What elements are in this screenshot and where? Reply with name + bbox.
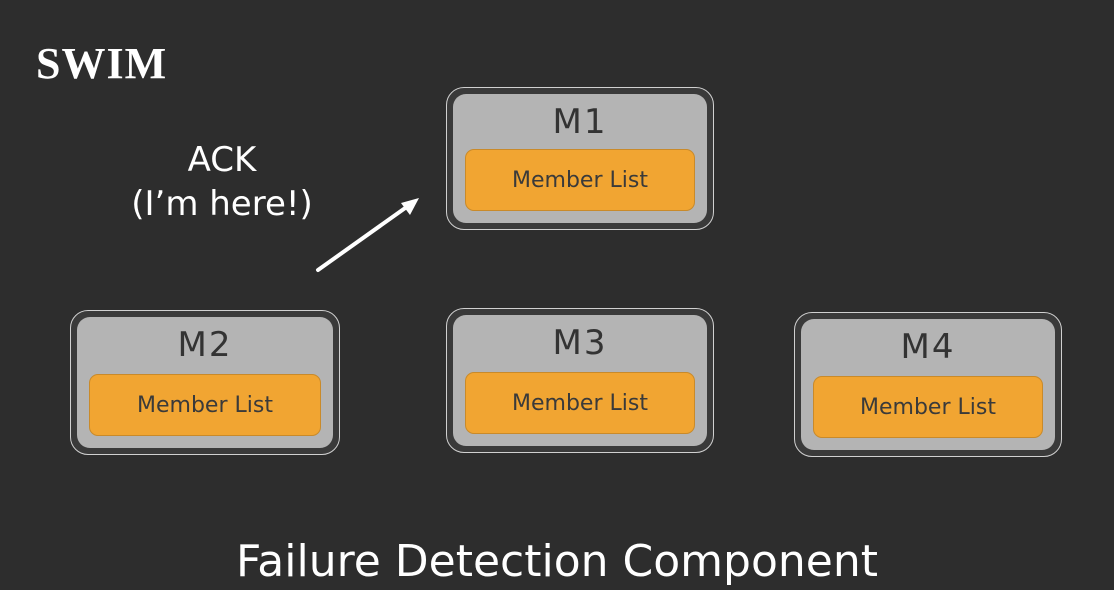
footer-caption: Failure Detection Component bbox=[236, 536, 878, 587]
node-m2-body: M2 Member List bbox=[77, 317, 333, 448]
node-m4-name: M4 bbox=[900, 327, 956, 367]
node-m1-name: M1 bbox=[552, 102, 608, 142]
node-m2-member-list: Member List bbox=[89, 374, 321, 436]
node-m4-member-list: Member List bbox=[813, 376, 1043, 438]
node-m2-name: M2 bbox=[177, 325, 233, 365]
node-m1-body: M1 Member List bbox=[453, 94, 707, 223]
node-m3-body: M3 Member List bbox=[453, 315, 707, 446]
node-m2: M2 Member List bbox=[70, 310, 340, 455]
ack-arrow-shaft bbox=[316, 204, 410, 272]
ack-label: ACK (I’m here!) bbox=[122, 138, 322, 226]
slide-title: SWIM bbox=[36, 39, 168, 88]
node-m4-body: M4 Member List bbox=[801, 319, 1055, 450]
node-m3-name: M3 bbox=[552, 323, 608, 363]
node-m3-member-list: Member List bbox=[465, 372, 695, 434]
arrow-head-icon bbox=[401, 198, 419, 215]
node-m3: M3 Member List bbox=[446, 308, 714, 453]
ack-label-line1: ACK bbox=[187, 140, 257, 180]
ack-label-line2: (I’m here!) bbox=[131, 184, 313, 224]
node-m1: M1 Member List bbox=[446, 87, 714, 230]
node-m4: M4 Member List bbox=[794, 312, 1062, 457]
node-m1-member-list: Member List bbox=[465, 149, 695, 211]
